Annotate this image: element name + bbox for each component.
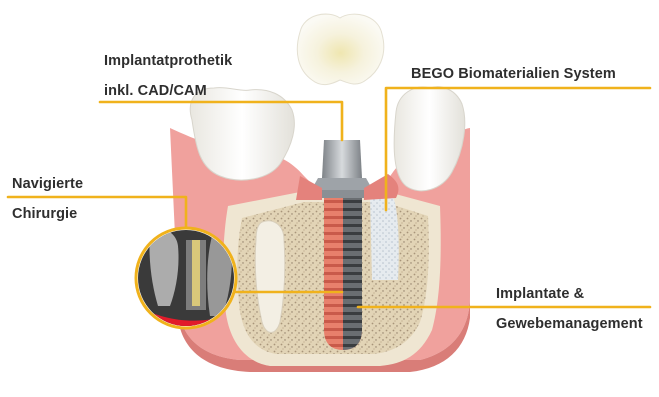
label-implantate-line1: Implantate & <box>496 287 584 302</box>
tooth-crown-icon <box>297 14 383 85</box>
label-navigierte-line2: Chirurgie <box>12 207 77 222</box>
label-implantatprothetik-line1: Implantatprothetik <box>104 54 232 69</box>
bone-graft <box>370 194 399 280</box>
label-bego: BEGO Biomaterialien System <box>411 67 616 82</box>
label-implantatprothetik-line2: inkl. CAD/CAM <box>104 84 207 99</box>
label-navigierte-line1: Navigierte <box>12 177 83 192</box>
label-implantate-line2: Gewebemanagement <box>496 317 643 332</box>
